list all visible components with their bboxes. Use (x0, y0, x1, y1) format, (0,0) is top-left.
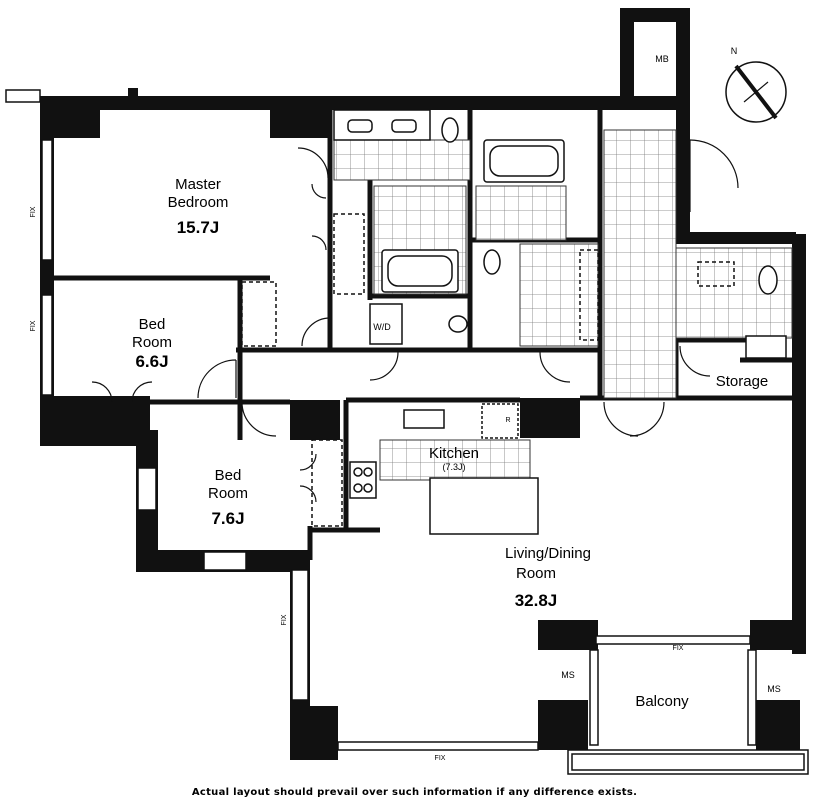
tiled-areas (333, 129, 793, 481)
living-area: 32.8J (515, 591, 558, 610)
closets (241, 213, 735, 527)
living-label: Living/Dining (505, 545, 591, 562)
storage-label: Storage (716, 373, 769, 390)
compass-icon (725, 61, 787, 123)
windows (5, 89, 757, 751)
compass-north-label: N (731, 46, 738, 56)
kitchen-label: Kitchen (429, 445, 479, 462)
fix-label-balcony: FIX (673, 645, 684, 652)
interior-walls (54, 110, 792, 560)
doors (91, 139, 739, 503)
wd-label: W/D (373, 322, 391, 332)
bedroom-2-label: Bed (215, 467, 242, 484)
disclaimer-text: Actual layout should prevail over such i… (191, 787, 638, 798)
master-bedroom-label-2: Bedroom (168, 194, 229, 211)
bedroom-2-area: 7.6J (211, 509, 244, 528)
bedroom-1-label: Bed (139, 316, 166, 333)
fridge-label: R (505, 417, 510, 424)
balcony-outline (567, 749, 809, 775)
fix-label-living: FIX (281, 614, 288, 625)
fix-label-bottom: FIX (435, 755, 446, 762)
bedroom-1-label-2: Room (132, 334, 172, 351)
kitchen-area: (7.3J) (442, 462, 465, 472)
mb-label: MB (655, 54, 669, 64)
balcony-label: Balcony (635, 693, 689, 710)
fixtures (333, 109, 787, 535)
ms-left-label: MS (561, 670, 575, 680)
master-bedroom-area: 15.7J (177, 218, 220, 237)
fix-label-bed: FIX (30, 320, 37, 331)
living-label-2: Room (516, 565, 556, 582)
ms-right-label: MS (767, 684, 781, 694)
bedroom-1-area: 6.6J (135, 352, 168, 371)
fix-label-master: FIX (30, 206, 37, 217)
bedroom-2-label-2: Room (208, 485, 248, 502)
master-bedroom-label: Master (175, 176, 221, 193)
